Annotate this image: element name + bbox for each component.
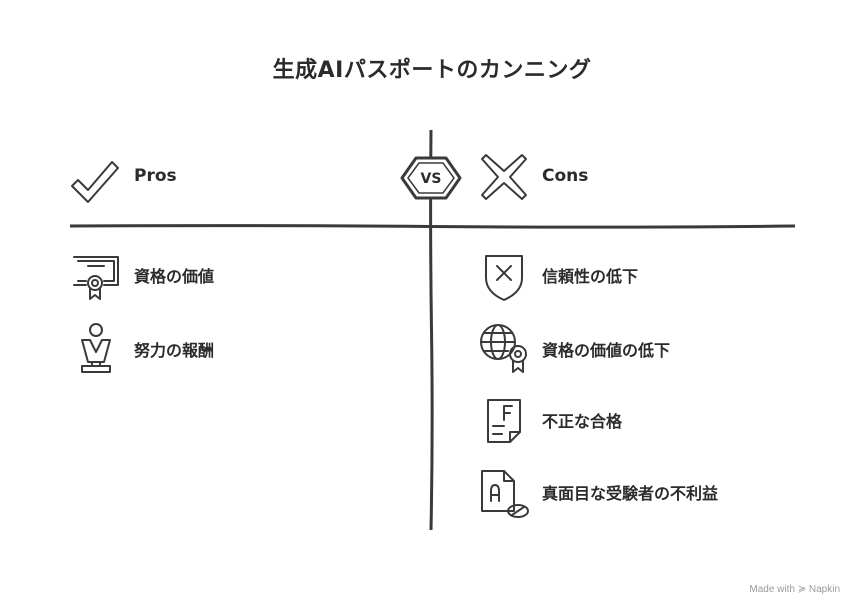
cons-item-4-label: 真面目な受験者の不利益 — [542, 484, 719, 503]
cons-item-2-label: 資格の価値の低下 — [542, 341, 671, 360]
checkmark-icon — [71, 161, 119, 203]
trophy-person-icon — [81, 323, 111, 373]
pros-item-1-label: 資格の価値 — [134, 267, 215, 286]
globe-badge-icon — [480, 324, 527, 373]
vs-badge-icon: VS — [400, 156, 462, 200]
cons-item-1-label: 信頼性の低下 — [542, 267, 639, 286]
document-f-icon — [487, 399, 521, 443]
cons-item-3-label: 不正な合格 — [542, 412, 623, 431]
page-title: 生成AIパスポートのカンニング — [272, 58, 592, 83]
vs-text: VS — [421, 171, 442, 187]
cons-label: Cons — [542, 166, 589, 186]
napkin-watermark: Made with ≽ Napkin — [749, 584, 840, 595]
document-a-pill-icon — [481, 470, 529, 518]
x-mark-icon — [481, 154, 527, 200]
pros-label: Pros — [134, 166, 177, 186]
shield-x-icon — [485, 255, 523, 301]
pros-item-2-label: 努力の報酬 — [134, 341, 215, 360]
certificate-icon — [73, 256, 119, 300]
